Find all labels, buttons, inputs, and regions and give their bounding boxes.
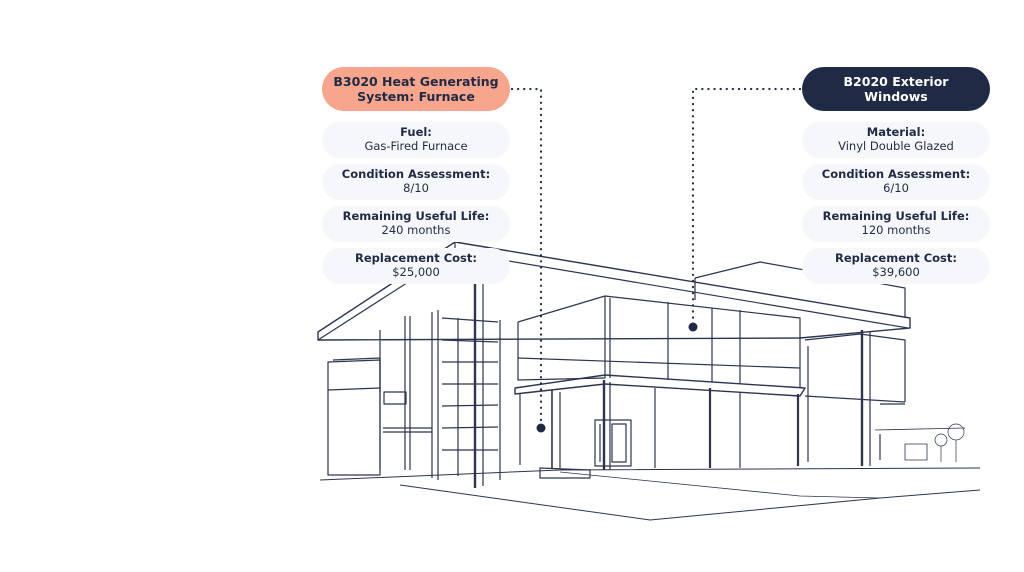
field-value: 120 months	[861, 223, 931, 237]
left-callout-title: B3020 Heat Generating System: Furnace	[322, 67, 510, 111]
right-field-material: Material: Vinyl Double Glazed	[802, 122, 990, 158]
field-value: $25,000	[392, 265, 440, 279]
right-field-replacement-cost: Replacement Cost: $39,600	[802, 248, 990, 284]
field-value: 8/10	[403, 181, 429, 195]
right-callout-title-text: B2020 Exterior Windows	[843, 74, 949, 104]
left-field-remaining-life: Remaining Useful Life: 240 months	[322, 206, 510, 242]
field-value: 240 months	[381, 223, 451, 237]
field-label: Replacement Cost:	[355, 251, 477, 265]
right-callout-title: B2020 Exterior Windows	[802, 67, 990, 111]
field-value: $39,600	[872, 265, 920, 279]
field-label: Replacement Cost:	[835, 251, 957, 265]
field-value: Vinyl Double Glazed	[838, 139, 954, 153]
field-label: Condition Assessment:	[341, 167, 491, 181]
field-label: Fuel:	[400, 125, 432, 139]
field-label: Material:	[866, 125, 926, 139]
field-label: Remaining Useful Life:	[822, 209, 970, 223]
right-field-remaining-life: Remaining Useful Life: 120 months	[802, 206, 990, 242]
left-field-fuel: Fuel: Gas-Fired Furnace	[322, 122, 510, 158]
field-value: 6/10	[883, 181, 909, 195]
right-field-condition: Condition Assessment: 6/10	[802, 164, 990, 200]
field-value: Gas-Fired Furnace	[364, 139, 468, 153]
left-callout-title-text: B3020 Heat Generating System: Furnace	[333, 74, 499, 104]
field-label: Condition Assessment:	[821, 167, 971, 181]
field-label: Remaining Useful Life:	[342, 209, 490, 223]
left-field-replacement-cost: Replacement Cost: $25,000	[322, 248, 510, 284]
left-field-condition: Condition Assessment: 8/10	[322, 164, 510, 200]
